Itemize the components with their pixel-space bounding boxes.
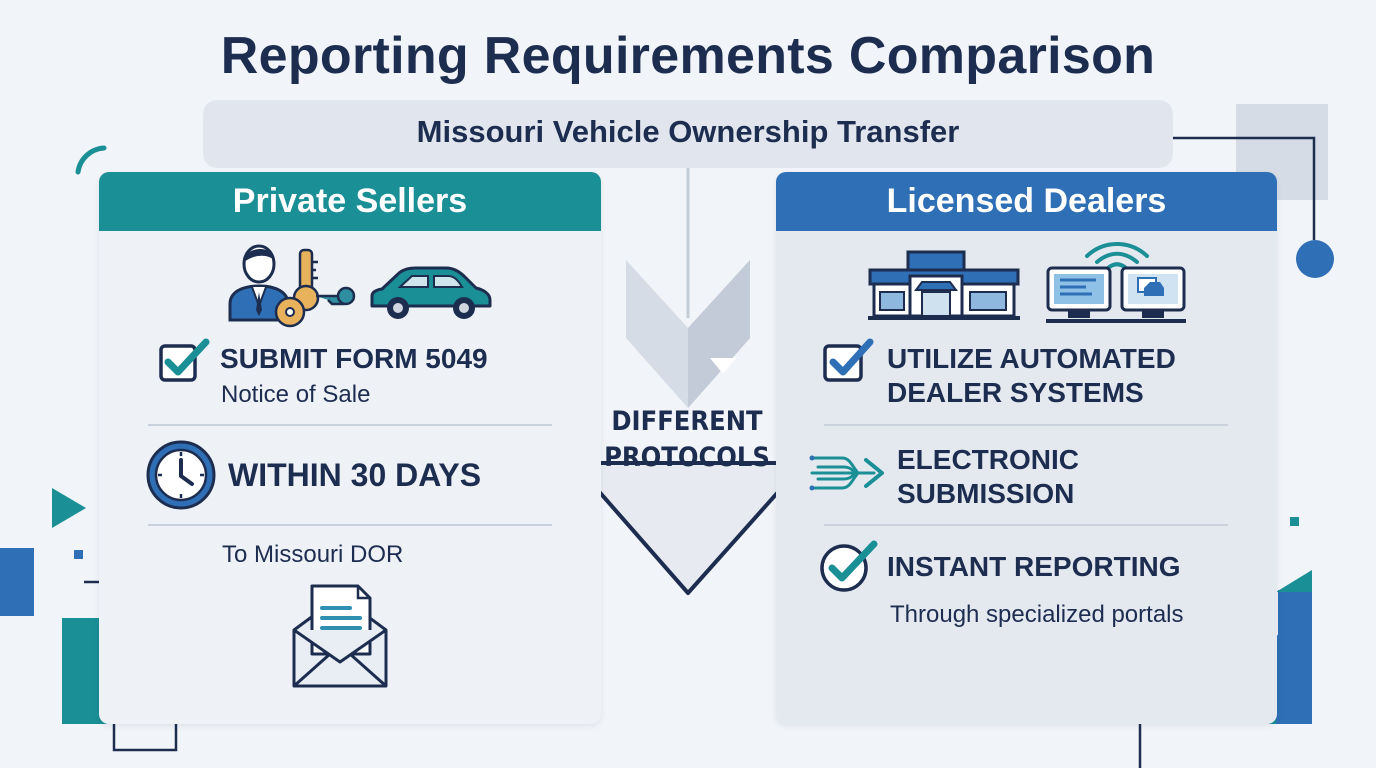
licensed-dealers-header: Licensed Dealers bbox=[776, 172, 1277, 231]
clock-icon bbox=[146, 440, 216, 510]
decor-square-small-teal bbox=[1290, 517, 1299, 526]
computer-monitors-icon bbox=[1046, 266, 1186, 323]
notice-of-sale-text: Notice of Sale bbox=[221, 381, 371, 408]
right-divider-2 bbox=[824, 524, 1228, 526]
decor-arc bbox=[75, 145, 107, 175]
automated-systems-title: UTILIZE AUTOMATED DEALER SYSTEMS bbox=[887, 342, 1176, 410]
page-title: Reporting Requirements Comparison bbox=[220, 27, 1156, 85]
checkbox-icon bbox=[159, 338, 210, 382]
decor-bracket bbox=[112, 700, 178, 752]
right-divider-1 bbox=[824, 424, 1228, 426]
check-circle-icon bbox=[820, 540, 878, 592]
center-label-line1: DIFFERENT bbox=[611, 406, 763, 437]
person-icon bbox=[228, 244, 290, 322]
key-icon bbox=[274, 248, 356, 328]
center-label: DIFFERENT PROTOCOLS bbox=[592, 404, 782, 476]
data-transfer-icon bbox=[809, 455, 884, 491]
decor-triangle-right-3 bbox=[1276, 570, 1312, 592]
dealership-building-icon bbox=[868, 250, 1020, 320]
decor-block-blue bbox=[0, 548, 34, 616]
electronic-submission-line1: ELECTRONIC bbox=[897, 444, 1079, 475]
to-missouri-dor-text: To Missouri DOR bbox=[222, 541, 404, 568]
decor-small-square bbox=[74, 550, 83, 559]
electronic-submission-title: ELECTRONIC SUBMISSION bbox=[897, 443, 1079, 511]
automated-systems-line1: UTILIZE AUTOMATED bbox=[887, 343, 1176, 374]
center-label-line2: PROTOCOLS bbox=[604, 442, 770, 473]
left-divider-2 bbox=[148, 524, 552, 526]
envelope-document-icon bbox=[292, 584, 388, 688]
arrow-down-icon bbox=[572, 461, 806, 595]
within-30-days-title: WITHIN 30 DAYS bbox=[228, 457, 482, 493]
decor-dot-blue bbox=[1296, 240, 1334, 278]
electronic-submission-line2: SUBMISSION bbox=[897, 478, 1075, 509]
left-divider-1 bbox=[148, 424, 552, 426]
decor-triangle-teal bbox=[52, 488, 86, 528]
center-arrow bbox=[572, 168, 806, 595]
instant-reporting-title: INSTANT REPORTING bbox=[887, 551, 1181, 582]
subtitle-bar bbox=[203, 100, 1173, 168]
subtitle: Missouri Vehicle Ownership Transfer bbox=[416, 114, 960, 149]
licensed-dealers-panel: Licensed Dealers bbox=[776, 172, 1277, 724]
submit-form-title: SUBMIT FORM 5049 bbox=[220, 343, 488, 374]
private-sellers-header: Private Sellers bbox=[99, 172, 601, 231]
automated-systems-line2: DEALER SYSTEMS bbox=[887, 377, 1144, 408]
specialized-portals-text: Through specialized portals bbox=[890, 601, 1184, 628]
checkbox-icon bbox=[823, 338, 874, 382]
decor-connector-line bbox=[1173, 136, 1316, 240]
car-icon bbox=[370, 266, 492, 319]
small-triangle-down-icon bbox=[710, 358, 736, 374]
